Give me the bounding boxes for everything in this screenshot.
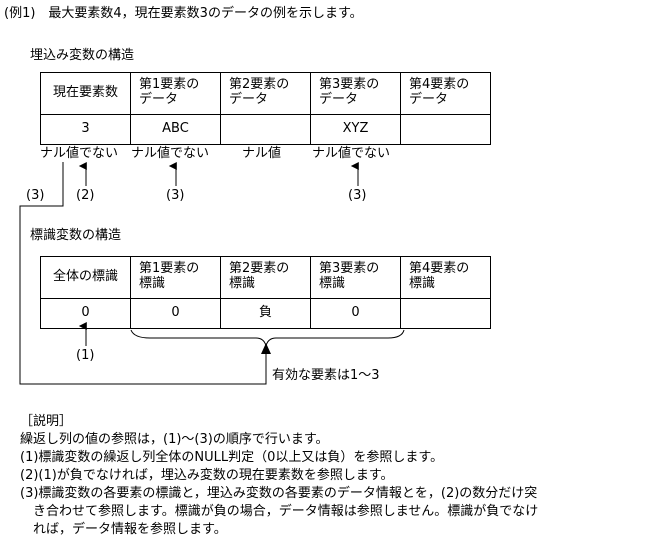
valid-range-bracket bbox=[130, 329, 405, 347]
explanation-heading: ［説明］ bbox=[20, 414, 73, 429]
loop-connector bbox=[19, 162, 267, 385]
explanation-line-4: き合わせて参照します。標識が負の場合，データ情報は参照しません。標識が負でなけ bbox=[20, 504, 539, 519]
valid-elements-label: 有効な要素は1～3 bbox=[272, 368, 380, 383]
step-label-embed-2: (2) bbox=[76, 188, 95, 203]
explanation-line-0: 繰返し列の値の参照は，(1)～(3)の順序で行います。 bbox=[20, 432, 329, 447]
indicator-value-1: 0 bbox=[130, 298, 221, 329]
embed-struct-title: 埋込み変数の構造 bbox=[30, 48, 135, 63]
indicator-header-4: 第4要素の標識 bbox=[400, 256, 491, 299]
embed-value-2 bbox=[220, 114, 311, 145]
embed-value-3: XYZ bbox=[310, 114, 401, 145]
explanation-line-5: れば，データ情報を参照します。 bbox=[20, 522, 227, 537]
embed-value-4 bbox=[400, 114, 491, 145]
embed-value-1: ABC bbox=[130, 114, 221, 145]
example-title: (例1) 最大要素数4，現在要素数3のデータの例を示します。 bbox=[4, 6, 363, 21]
step-label-indicator-1: (1) bbox=[76, 348, 95, 363]
embed-header-4: 第4要素のデータ bbox=[400, 72, 491, 115]
indicator-struct-table: 全体の標識 第1要素の標識 第2要素の標識 第3要素の標識 第4要素の標識 0 … bbox=[40, 256, 491, 329]
null-label-0: ナル値でない bbox=[40, 146, 119, 161]
indicator-header-0: 全体の標識 bbox=[40, 256, 131, 299]
null-label-1: ナル値でない bbox=[131, 146, 210, 161]
indicator-value-3: 0 bbox=[310, 298, 401, 329]
null-label-3: ナル値でない bbox=[312, 146, 391, 161]
embed-value-0: 3 bbox=[40, 114, 131, 145]
indicator-header-1: 第1要素の標識 bbox=[130, 256, 221, 299]
bracket-arrow-icon bbox=[261, 343, 271, 354]
embed-header-0: 現在要素数 bbox=[40, 72, 131, 115]
embed-struct-table: 現在要素数 第1要素のデータ 第2要素のデータ 第3要素のデータ 第4要素のデー… bbox=[40, 72, 491, 145]
indicator-header-3: 第3要素の標識 bbox=[310, 256, 401, 299]
embed-header-3: 第3要素のデータ bbox=[310, 72, 401, 115]
explanation-line-2: (2)(1)が負でなければ，埋込み変数の現在要素数を参照します。 bbox=[20, 468, 394, 483]
indicator-value-4 bbox=[400, 298, 491, 329]
indicator-struct-title: 標識変数の構造 bbox=[30, 228, 122, 243]
explanation-line-3: (3)標識変数の各要素の標識と，埋込み変数の各要素のデータ情報とを，(2)の数分… bbox=[20, 486, 538, 501]
explanation-line-1: (1)標識変数の繰返し列全体のNULL判定（0以上又は負）を参照します。 bbox=[20, 450, 444, 465]
step-label-embed-3-left: (3) bbox=[26, 188, 45, 203]
step-label-embed-3-b: (3) bbox=[348, 188, 367, 203]
indicator-value-2: 負 bbox=[220, 298, 311, 329]
null-label-2: ナル値 bbox=[242, 146, 282, 161]
step-label-embed-3-a: (3) bbox=[166, 188, 185, 203]
